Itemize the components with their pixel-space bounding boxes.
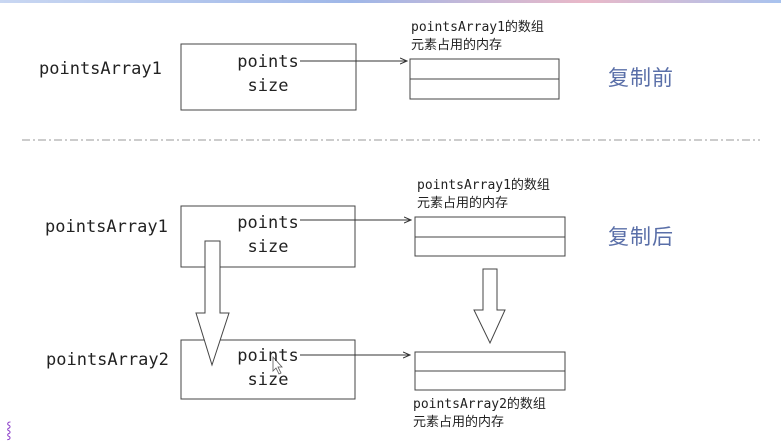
field-size-before: size [247,76,289,96]
memory-note-after-1-line2: 元素占用的内存 [417,196,509,211]
field-points-before: points [237,52,299,72]
var-label-after-1: pointsArray1 [45,217,168,237]
copy-arrow-memory [473,268,506,345]
mouse-cursor-icon [272,355,283,375]
field-size-after-1: size [247,237,289,257]
field-points-after-2: points [237,346,299,366]
field-size-after-2: size [247,370,289,390]
copy-arrow-struct [195,240,230,367]
var-label-after-2: pointsArray2 [46,350,169,370]
struct-box-after-2 [180,339,356,400]
memory-note-after-2-line2: 元素占用的内存 [413,415,505,430]
memory-note-after-1: pointsArray1的数组 元素占用的内存 [417,177,550,213]
memory-note-after-2: pointsArray2的数组 元素占用的内存 [413,396,546,432]
memory-note-before-line1: pointsArray1的数组 [411,20,544,35]
slide-top-bar [0,0,781,3]
memory-note-after-1-line1: pointsArray1的数组 [417,178,550,193]
memory-note-before: pointsArray1的数组 元素占用的内存 [411,19,544,55]
memory-note-before-line2: 元素占用的内存 [411,38,503,53]
struct-box-after-1 [180,205,356,268]
state-label-before: 复制前 [608,66,674,90]
memory-note-after-2-line1: pointsArray2的数组 [413,397,546,412]
pen-marker-icon: ⸾ [6,420,12,439]
field-points-after-1: points [237,213,299,233]
var-label-before: pointsArray1 [39,59,162,79]
state-label-after: 复制后 [608,225,674,249]
struct-box-before [180,43,357,111]
